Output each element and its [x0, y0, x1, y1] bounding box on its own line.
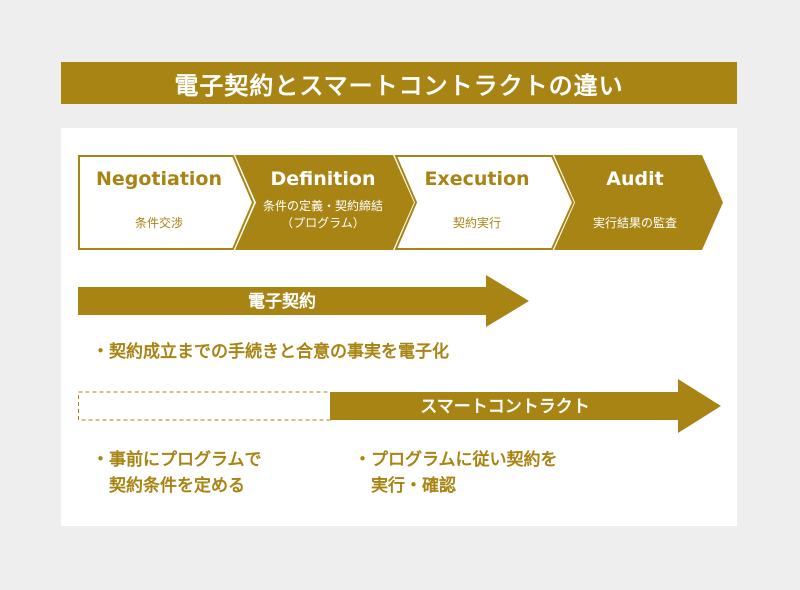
smart-bullet-right-2: 実行・確認	[354, 476, 456, 496]
econtract-bullet: ・契約成立までの手続きと合意の事実を電子化	[92, 342, 449, 362]
smart-bullet-right-1: ・プログラムに従い契約を	[354, 450, 558, 470]
stage-definition-desc: 条件の定義・契約締結 （プログラム）	[262, 199, 383, 230]
smart-contract-dashed-segment	[78, 391, 331, 421]
page-title: 電子契約とスマートコントラクトの違い	[61, 62, 737, 104]
process-flow	[78, 155, 723, 250]
econtract-arrow-label: 電子契約	[248, 292, 316, 312]
stage-execution-shape	[394, 155, 575, 250]
stage-audit-title: Audit	[606, 168, 664, 190]
stage-execution-title: Execution	[424, 168, 530, 190]
smart-bullet-left-1: ・事前にプログラムで	[92, 450, 262, 470]
smart-bullet-left-2: 契約条件を定める	[92, 476, 245, 496]
stage-audit-desc: 実行結果の監査	[592, 216, 677, 230]
stage-execution-desc: 契約実行	[452, 216, 501, 230]
stage-definition-title: Definition	[270, 168, 376, 190]
stage-negotiation-shape	[78, 155, 255, 250]
stage-definition-shape	[235, 155, 414, 250]
econtract-arrow	[78, 275, 529, 327]
smart-contract-arrow-label: スマートコントラクト	[420, 397, 590, 417]
stage-negotiation-title: Negotiation	[95, 168, 223, 190]
stage-audit-shape	[554, 155, 723, 250]
stage-negotiation-desc: 条件交渉	[134, 216, 183, 230]
smart-contract-arrow	[78, 379, 721, 433]
